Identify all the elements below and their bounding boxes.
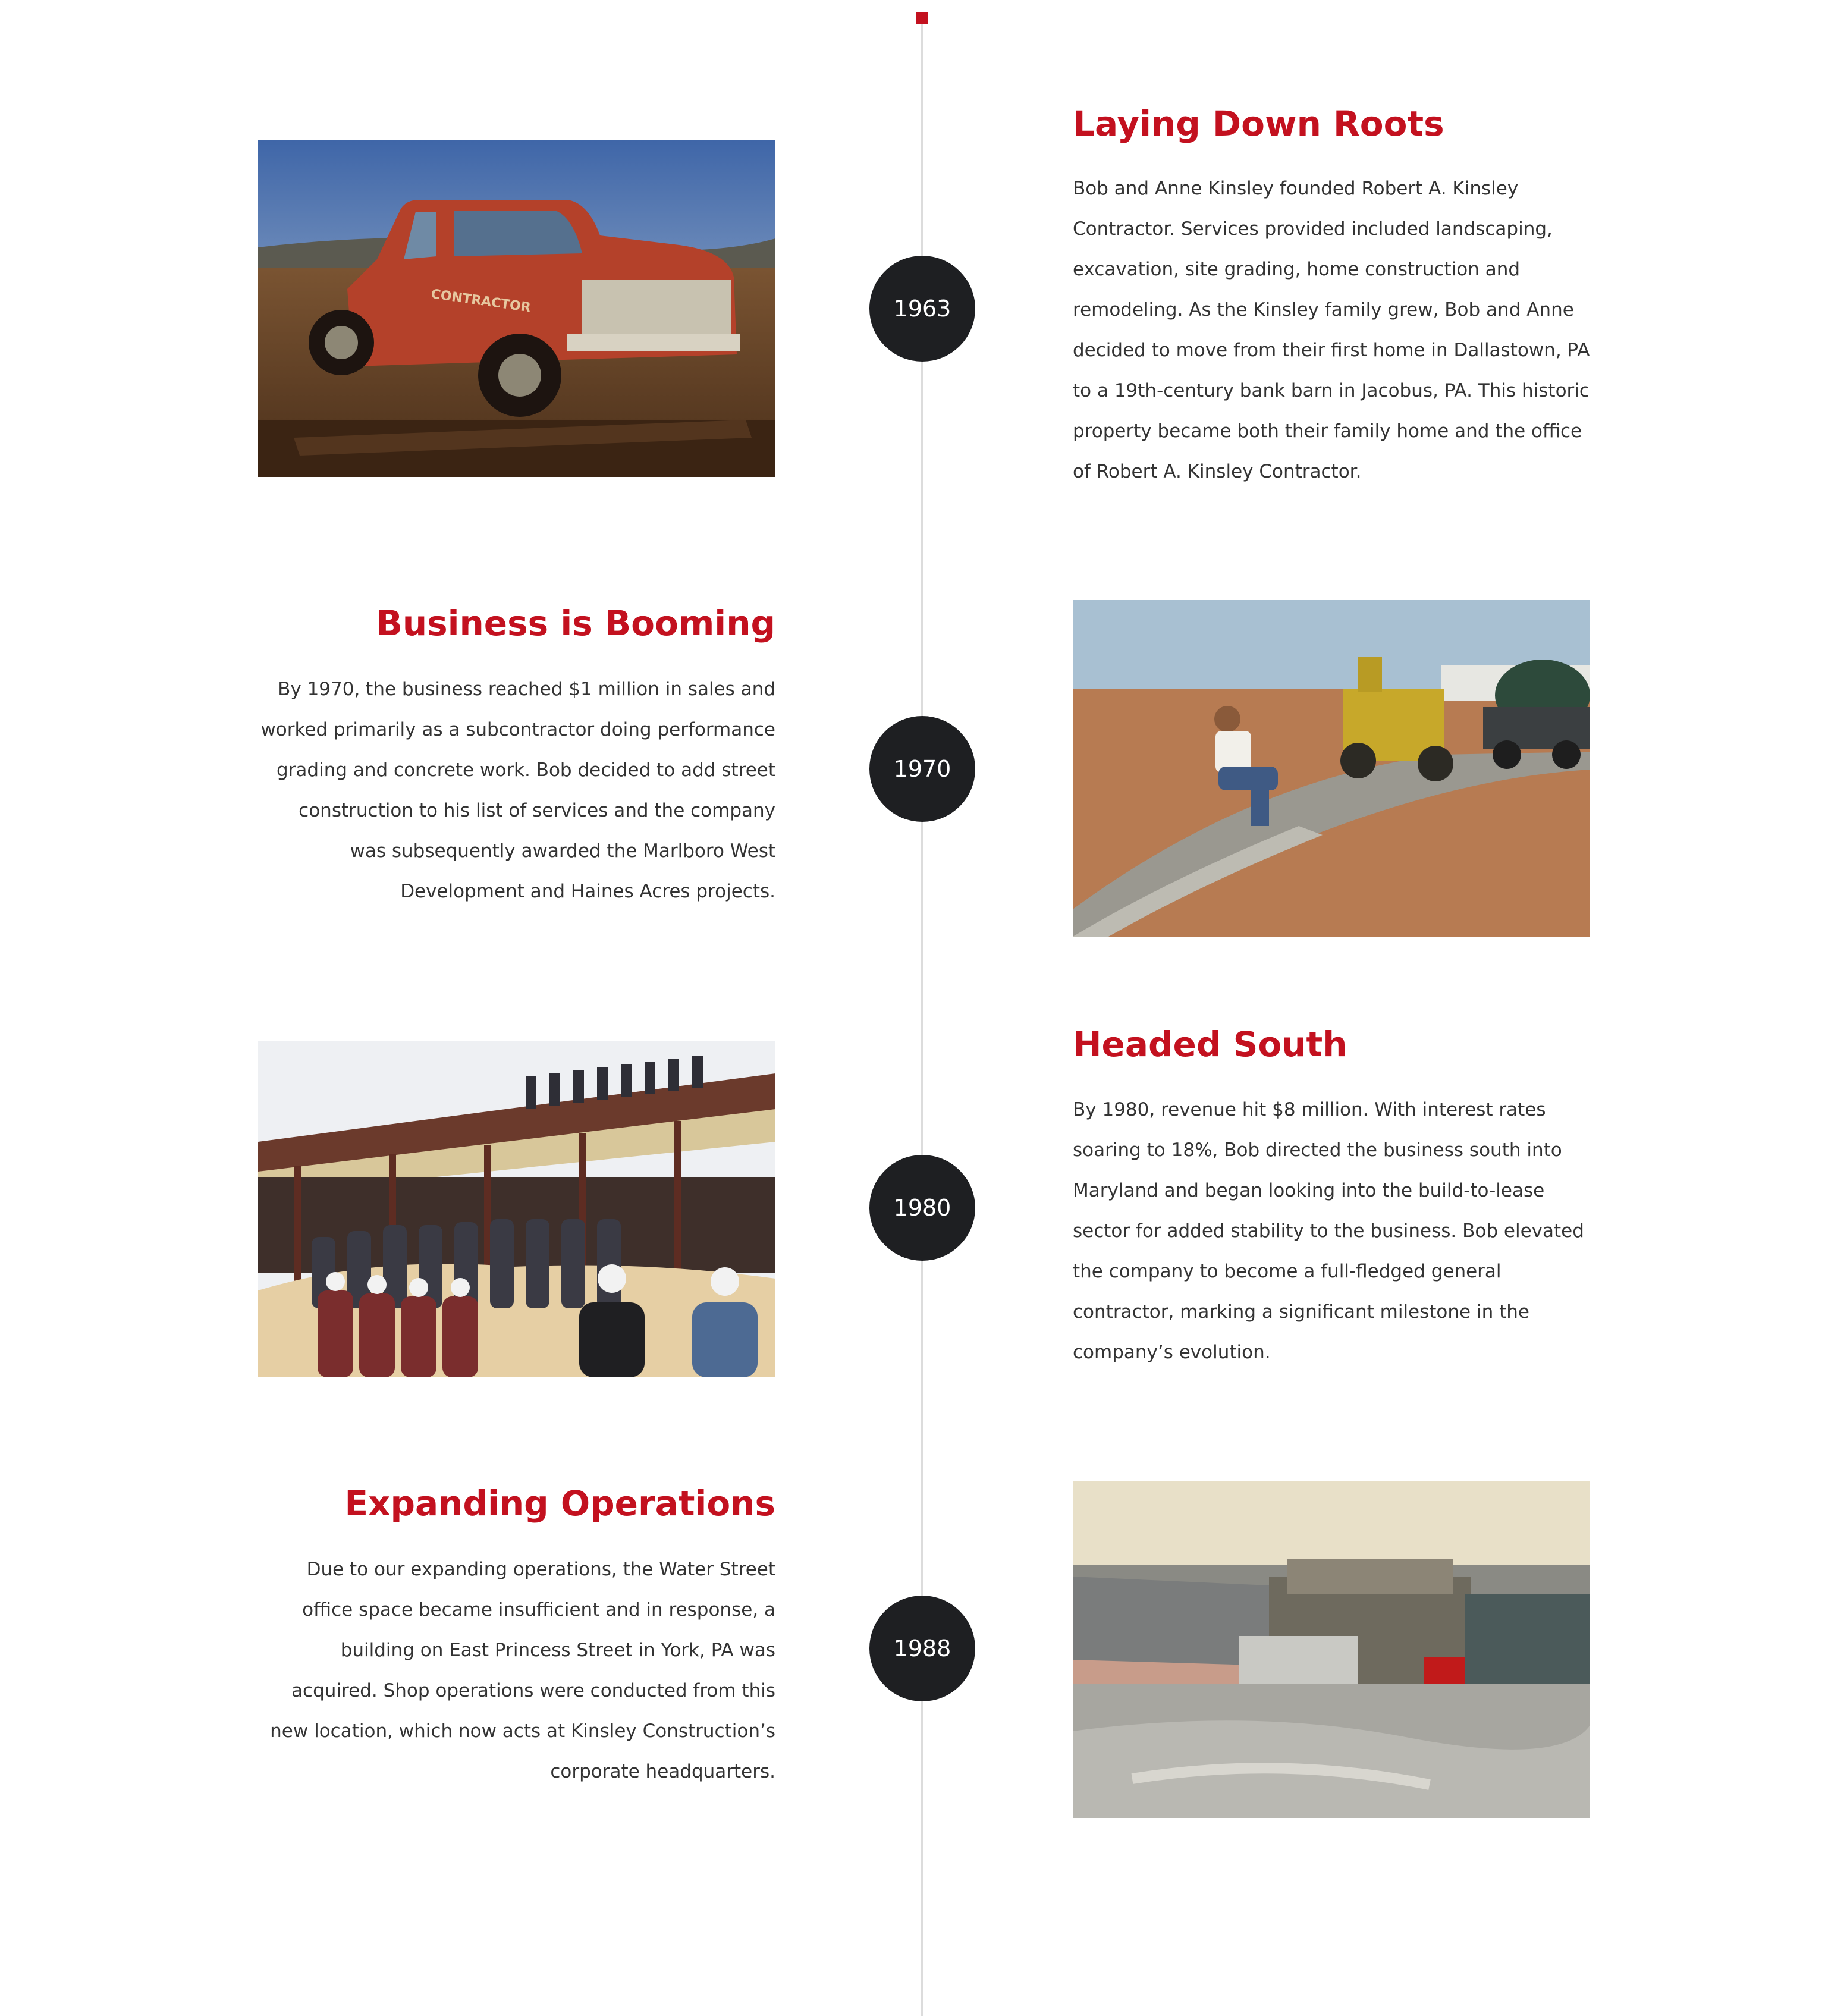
event-description: Bob and Anne Kinsley founded Robert A. K… [1073,178,1590,482]
event-description: By 1970, the business reached $1 million… [260,679,775,902]
event-photo-concrete-curb-work [1073,600,1590,937]
event-title: Business is Booming [376,603,775,643]
timeline-top-marker [916,12,928,24]
timeline-line [921,14,924,2016]
year-badge: 1988 [869,1596,975,1701]
event-title: Headed South [1073,1024,1347,1064]
event-photo-red-pickup-truck: CONTRACTOR [258,140,775,477]
event-title: Expanding Operations [344,1483,775,1524]
event-description: Due to our expanding operations, the Wat… [270,1559,775,1782]
event-photo-crew-on-steel-frame [258,1041,775,1377]
year-badge: 1980 [869,1155,975,1261]
year-badge: 1963 [869,256,975,362]
event-photo-east-princess-street-building [1073,1481,1590,1818]
event-description: By 1980, revenue hit $8 million. With in… [1073,1099,1584,1363]
year-badge: 1970 [869,716,975,822]
event-title: Laying Down Roots [1073,103,1444,144]
